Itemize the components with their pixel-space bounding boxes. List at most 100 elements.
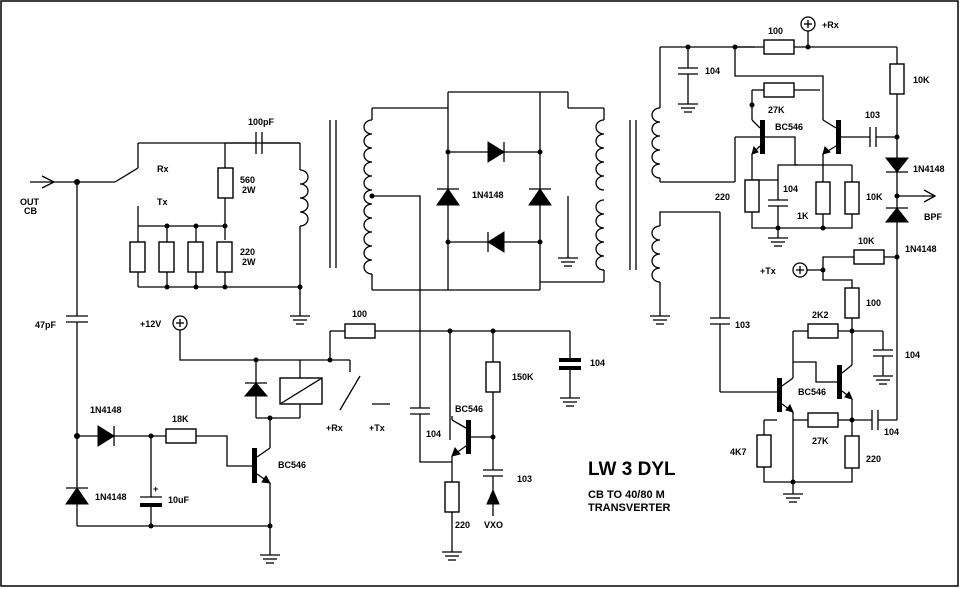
res-560-label: 560: [240, 175, 255, 185]
vxo-input-arrow: [486, 488, 500, 516]
plus-tx-label: +Tx: [760, 266, 776, 276]
cap-104-mid: [559, 331, 581, 407]
cap-104-osc-label: 104: [426, 429, 441, 439]
transistor-bc546-top: [734, 119, 870, 182]
res-10k-tx: [853, 249, 885, 265]
title: LW 3 DYL: [588, 459, 676, 480]
res-18k: [165, 428, 197, 444]
res-27k-top: [763, 82, 795, 98]
res-10k-mid-label: 10K: [866, 192, 883, 202]
switch-tx-label: Tx: [157, 197, 168, 207]
res-220-2w-label: 220: [240, 247, 255, 257]
cap-104-top-label: 104: [705, 66, 720, 76]
res-560: [217, 167, 234, 199]
diode-1n4148-bottom-label: 1N4148: [95, 492, 127, 502]
res-100-mid: [344, 323, 376, 339]
res-18k-label: 18K: [172, 414, 189, 424]
res-220-tx: [844, 435, 860, 469]
res-10k-tx-label: 10K: [858, 236, 875, 246]
ground-symbol: [442, 551, 462, 561]
diode-ring: [436, 91, 552, 291]
mixer-transformer-primary: [363, 107, 448, 408]
res-27k-top-label: 27K: [768, 105, 785, 115]
cap-104-tx-out-label: 104: [884, 427, 899, 437]
bpf-label: BPF: [924, 212, 943, 222]
res-100-tx-label: 100: [866, 298, 881, 308]
cap-47pf-label: 47pF: [35, 320, 57, 330]
rx-tx-switch: [114, 142, 300, 220]
cap-polarity-label: +: [153, 484, 158, 494]
relay-rx-label: +Rx: [326, 423, 343, 433]
output-coil-left: [297, 143, 309, 316]
ground-symbol: [783, 493, 803, 503]
res-150k-label: 150K: [512, 372, 534, 382]
res-4k7: [756, 434, 772, 468]
res-100-top-label: 100: [768, 26, 783, 36]
res-560-w-label: 2W: [242, 185, 256, 195]
cap-103-top: [869, 127, 897, 147]
cap-10uf: [140, 436, 162, 526]
cap-104-tx: [873, 331, 893, 385]
plus-rx-top-label: +Rx: [822, 20, 839, 30]
cap-103-osc: [483, 469, 503, 492]
rx-input-coil: [651, 47, 735, 183]
load-resistor-bank: [129, 220, 300, 290]
mixer-transformer-secondary: [540, 91, 605, 283]
diode-1n4148-right-label: 1N4148: [913, 164, 945, 174]
res-10k-top-label: 10K: [913, 75, 930, 85]
cap-104-tx-label: 104: [905, 350, 920, 360]
res-220-top: [744, 179, 760, 213]
out-cb-label-2: CB: [24, 206, 37, 216]
out-cb-connector: [30, 175, 115, 189]
plus-12v-label: +12V: [140, 319, 161, 329]
cap-104-osc: [410, 407, 452, 463]
transistor-bc546-tx-label: BC546: [798, 387, 826, 397]
transistor-bc546-osc: [451, 416, 493, 482]
res-1k: [815, 181, 831, 215]
transistor-bc546-osc-label: BC546: [455, 404, 483, 414]
cap-103-tx: [710, 212, 777, 393]
res-220-osc-label: 220: [455, 520, 470, 530]
cap-47pf: [66, 315, 88, 323]
cap-104-tx-out: [852, 410, 897, 430]
plus-12v-terminal: [172, 315, 188, 331]
cap-104-top-emitter: [768, 180, 788, 228]
subtitle-line-2: TRANSVERTER: [588, 502, 671, 514]
ground-symbol: [768, 237, 788, 247]
plus-rx-terminal: [800, 16, 816, 32]
res-220-osc: [444, 481, 460, 513]
transistor-bc546-top-label: BC546: [775, 122, 803, 132]
ground-symbol: [290, 315, 310, 325]
cap-103-osc-label: 103: [517, 474, 532, 484]
transistor-bc546-left: [252, 418, 271, 555]
diode-1n4148-bottom: [65, 436, 89, 526]
res-27k-tx-label: 27K: [812, 436, 829, 446]
res-10k-top: [889, 63, 905, 95]
cap-103-top-label: 103: [865, 110, 880, 120]
res-220-tx-label: 220: [866, 454, 881, 464]
res-150k: [485, 361, 501, 393]
diode-1n4148-left: [77, 425, 166, 447]
res-220-2w-w-label: 2W: [242, 257, 256, 267]
diode-1n4148-left-label: 1N4148: [90, 405, 122, 415]
res-2k2: [807, 323, 839, 339]
cap-104-top: [678, 47, 698, 113]
relay-tx-label: +Tx: [369, 423, 385, 433]
vxo-label: VXO: [484, 520, 503, 530]
res-100-mid-label: 100: [352, 309, 367, 319]
res-10k-mid: [844, 181, 860, 215]
cap-100pf-label: 100pF: [248, 117, 275, 127]
res-4k7-label: 4K7: [730, 447, 747, 457]
diode-1n4148-tx-label: 1N4148: [905, 244, 937, 254]
res-100-top: [763, 39, 795, 55]
subtitle-line-1: CB TO 40/80 M: [588, 489, 665, 501]
res-100-tx: [844, 287, 860, 319]
cap-104-top-emitter-label: 104: [783, 184, 798, 194]
diode-1n4148-mixer-label: 1N4148: [472, 190, 504, 200]
transistor-bc546-left-label: BC546: [278, 460, 306, 470]
ground-symbol: [260, 554, 280, 564]
cap-10uf-label: 10uF: [168, 495, 190, 505]
